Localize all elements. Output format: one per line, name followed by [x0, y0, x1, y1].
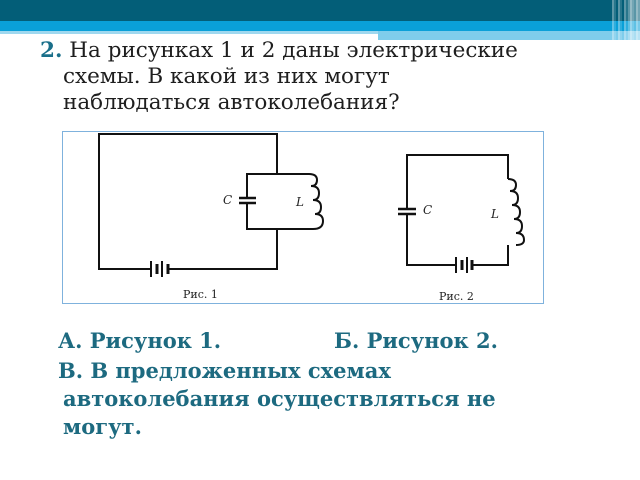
circuit-1	[98, 133, 325, 277]
answer-c-line-2: автоколебания осуществляться не	[63, 386, 496, 411]
header-band-blue	[0, 21, 640, 31]
circuit-2-capacitor-label: C	[423, 203, 432, 217]
header-stripes	[610, 0, 640, 40]
circuit-2-inductor-label: L	[490, 207, 499, 221]
question-line-3: наблюдаться автоколебания?	[63, 90, 400, 115]
circuit-1-capacitor-label: C	[223, 193, 232, 207]
answer-a: А. Рисунок 1.	[58, 328, 222, 353]
circuit-2-caption: Рис. 2	[439, 290, 474, 303]
question-number: 2.	[40, 38, 63, 63]
circuit-2	[398, 154, 526, 273]
header-stripes-edge	[628, 0, 640, 40]
answer-c-line-3: могут.	[63, 414, 142, 439]
answer-b: Б. Рисунок 2.	[334, 328, 498, 353]
answer-c-line-1: В. В предложенных схемах	[58, 358, 391, 383]
header-band-light-right	[378, 31, 640, 40]
question-line-2: схемы. В какой из них могут	[63, 64, 390, 89]
circuit-1-caption: Рис. 1	[183, 288, 218, 301]
question-line-1: 2. На рисунках 1 и 2 даны электрические	[40, 38, 518, 63]
circuit-figure: C L Рис. 1 C L Рис. 2	[62, 131, 544, 304]
header-band-light-left	[0, 31, 378, 34]
header-band-dark	[0, 0, 640, 21]
circuit-1-inductor-label: L	[295, 195, 304, 209]
circuit-diagrams: C L Рис. 1 C L Рис. 2	[98, 133, 526, 303]
question-text: 2. На рисунках 1 и 2 даны электрические …	[40, 38, 620, 116]
